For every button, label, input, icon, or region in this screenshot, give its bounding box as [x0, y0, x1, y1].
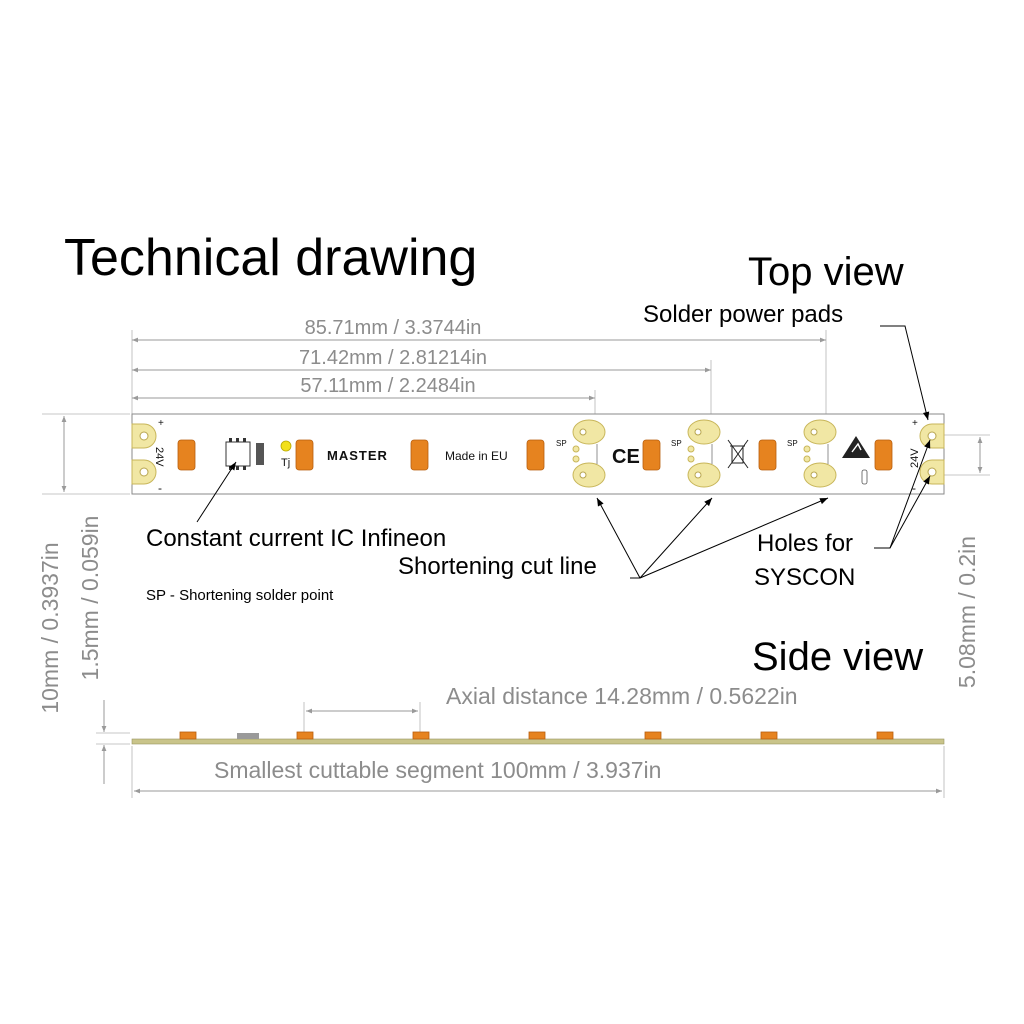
led-chip: [642, 439, 661, 471]
holes-leader: [889, 475, 931, 549]
cut-line-leader: [639, 497, 829, 579]
led-chip: [295, 439, 314, 471]
holes-label-line1: Holes for: [757, 530, 853, 557]
segment-label: Smallest cuttable segment 100mm / 3.937i…: [214, 757, 661, 783]
top-view-heading: Top view: [748, 250, 904, 294]
led-chip: [410, 439, 429, 471]
minus-mark-right: -: [912, 481, 916, 495]
esd-warning-icon: [842, 436, 870, 458]
voltage-label-left: 24V: [153, 447, 165, 467]
ic-side: [237, 733, 259, 739]
sp-mark: SP: [671, 439, 682, 448]
led-side: [760, 731, 778, 740]
plus-mark-right: +: [912, 418, 918, 429]
thickness-dimension: 1.5mm / 0.059in: [77, 516, 130, 784]
cut-zone-1: SP: [556, 419, 606, 488]
thickness-label: 1.5mm / 0.059in: [77, 516, 103, 681]
origin-label: Made in EU: [445, 449, 508, 463]
ce-mark: CE: [612, 446, 640, 468]
led-chip: [526, 439, 545, 471]
led-side: [179, 731, 197, 740]
side-view-heading: Side view: [752, 635, 923, 679]
led-side: [296, 731, 314, 740]
ic-label: Constant current IC Infineon: [146, 525, 446, 552]
led-side: [412, 731, 430, 740]
cut-zone-2: SP: [671, 419, 721, 488]
brand-label: MASTER: [327, 448, 388, 463]
led-strip-top-view: + - 24V + - 24V Tj MAS: [131, 413, 945, 495]
cut-line-leader: [596, 497, 641, 579]
solder-pads-label: Solder power pads: [643, 301, 843, 328]
led-side: [528, 731, 546, 740]
sp-note: SP - Shortening solder point: [146, 587, 334, 604]
led-side: [876, 731, 894, 740]
dimension-85mm: 85.71mm / 3.3744in: [305, 317, 482, 339]
cut-line-leader: [639, 497, 713, 579]
top-dimensions: 85.71mm / 3.3744in 71.42mm / 2.81214in 5…: [131, 317, 827, 415]
axial-distance-label: Axial distance 14.28mm / 0.5622in: [446, 683, 798, 709]
pad-spacing-dimension: 5.08mm / 0.2in: [944, 434, 990, 688]
led-chip: [874, 439, 893, 471]
led-chip: [177, 439, 196, 471]
left-power-pads: + - 24V: [131, 418, 165, 495]
led-side: [644, 731, 662, 740]
led-chip: [758, 439, 777, 471]
segment-dimension: Smallest cuttable segment 100mm / 3.937i…: [131, 746, 945, 798]
thermal-point: [280, 440, 292, 452]
solder-pads-leader: [880, 325, 930, 421]
weee-bin-icon: [727, 439, 749, 469]
voltage-label-right: 24V: [909, 448, 921, 468]
pad-spacing-label: 5.08mm / 0.2in: [954, 536, 980, 688]
ic-leader: [196, 461, 237, 523]
holes-label-line2: SYSCON: [754, 564, 855, 591]
height-dimension: 10mm / 0.3937in: [37, 413, 130, 714]
sp-mark: SP: [556, 439, 567, 448]
height-dimension-label: 10mm / 0.3937in: [37, 542, 63, 713]
page-title: Technical drawing: [64, 229, 477, 287]
cut-zone-3: SP: [787, 419, 837, 488]
tj-label: Tj: [281, 457, 290, 469]
axial-distance-dimension: Axial distance 14.28mm / 0.5622in: [303, 683, 798, 732]
cut-line-label: Shortening cut line: [398, 553, 597, 580]
dimension-57mm: 57.11mm / 2.2484in: [300, 375, 475, 397]
dimension-71mm: 71.42mm / 2.81214in: [299, 347, 487, 369]
plus-mark: +: [158, 418, 164, 429]
led-strip-side-view: [131, 731, 945, 745]
sp-mark: SP: [787, 439, 798, 448]
minus-mark: -: [158, 481, 162, 495]
resistor: [861, 469, 868, 485]
